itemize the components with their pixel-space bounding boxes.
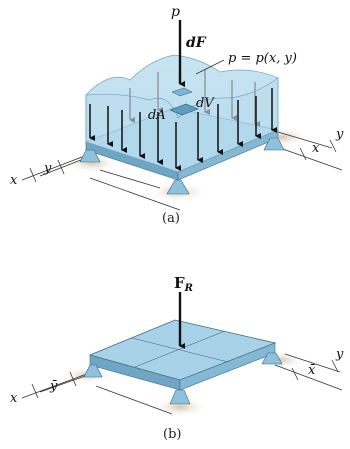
figure-b: FR x ȳ x̄ y (b) xyxy=(10,274,344,442)
label-dV: dV xyxy=(196,96,215,111)
axis-y: y xyxy=(335,127,344,142)
label-p: p xyxy=(171,4,180,20)
dim-y: y xyxy=(43,161,52,176)
label-FR-main: F xyxy=(174,274,185,292)
label-p-function: p = p(x, y) xyxy=(228,51,297,66)
support xyxy=(263,137,285,151)
support xyxy=(83,364,103,378)
load-arrows-front xyxy=(89,88,277,171)
figure-a: p dF p = p(x, y) dA dV x y x y (a) xyxy=(10,4,344,226)
caption-b: (b) xyxy=(163,427,181,442)
axis-y: y xyxy=(335,347,344,362)
leader-line xyxy=(195,59,225,75)
area-element-dA xyxy=(169,103,199,116)
dim-x: x xyxy=(312,141,320,156)
dimension-lines xyxy=(21,131,343,211)
dim-y-bar: ȳ xyxy=(49,379,58,394)
caption-a: (a) xyxy=(162,211,180,226)
dimension-lines xyxy=(21,353,343,415)
support xyxy=(261,352,283,365)
support xyxy=(79,149,101,163)
axis-x: x xyxy=(10,391,18,406)
label-FR-sub: R xyxy=(184,283,193,294)
axis-x: x xyxy=(10,173,18,188)
support-shadow xyxy=(64,153,120,173)
volume-element-dV xyxy=(171,87,193,97)
label-dA: dA xyxy=(148,108,166,123)
support xyxy=(166,179,190,195)
pressure-surface-front xyxy=(85,77,279,173)
support xyxy=(169,389,191,405)
label-dF: dF xyxy=(186,35,207,51)
dim-x-bar: x̄ xyxy=(308,363,316,378)
plate-centerline xyxy=(131,337,229,363)
plate-centerline xyxy=(134,330,226,368)
load-arrows-back xyxy=(129,70,260,127)
label-FR: FR xyxy=(174,274,193,294)
